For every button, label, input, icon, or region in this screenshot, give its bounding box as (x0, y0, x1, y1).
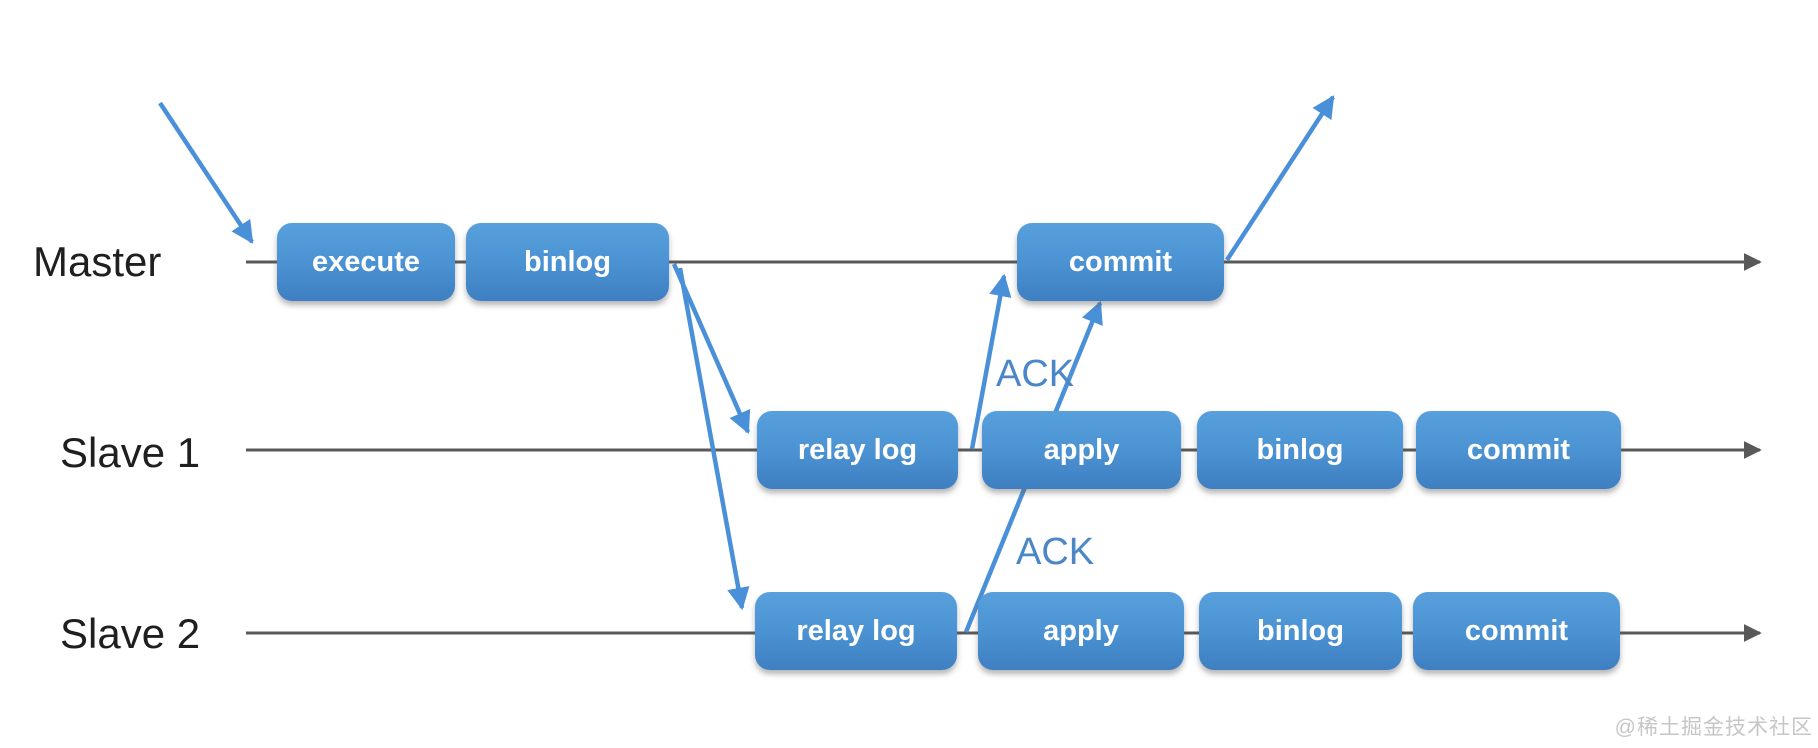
binlog-to-slave2-relay-arrow (677, 267, 750, 611)
slave1-ack-label: ACK (996, 353, 1075, 395)
slave2-row-label: Slave 2 (60, 610, 201, 657)
node-slave1-apply: apply (982, 411, 1181, 489)
slave1-row-label: Slave 1 (60, 429, 201, 476)
node-master-execute: execute (277, 223, 455, 301)
client-request-arrow (158, 101, 254, 244)
node-master-commit: commit (1017, 223, 1224, 301)
watermark: @稀土掘金技术社区 (1614, 716, 1813, 739)
node-slave1-commit: commit (1416, 411, 1621, 489)
node-slave2-commit: commit (1413, 592, 1620, 670)
node-slave2-relay-log: relay log (755, 592, 957, 670)
node-slave2-apply: apply (978, 592, 1184, 670)
slave2-ack-label: ACK (1016, 531, 1095, 573)
node-slave2-binlog: binlog (1199, 592, 1402, 670)
node-master-binlog: binlog (466, 223, 669, 301)
node-slave1-binlog: binlog (1197, 411, 1403, 489)
master-response-arrow (1225, 95, 1335, 262)
node-slave1-relay-log: relay log (757, 411, 958, 489)
master-row-label: Master (33, 238, 162, 285)
slave1-ack-arrow (969, 273, 1012, 450)
